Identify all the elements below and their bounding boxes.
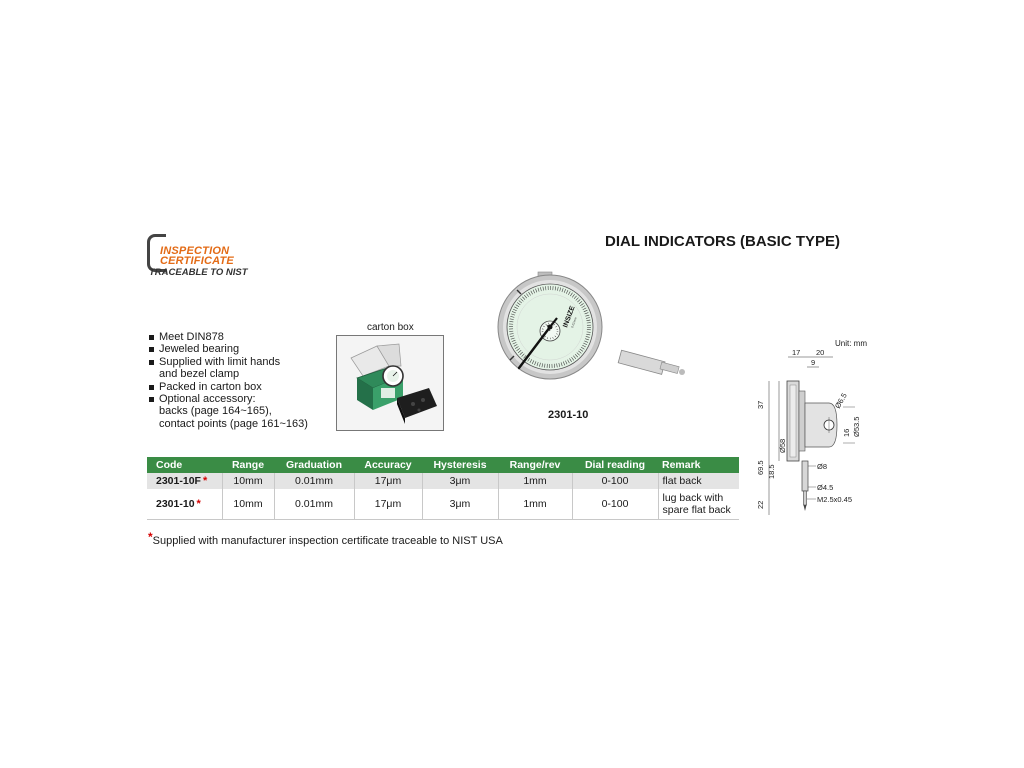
header-remark: Remark — [658, 457, 739, 473]
cell-range-rev: 1mm — [498, 489, 573, 520]
feature-text: Packed in carton box — [159, 380, 262, 393]
footnote-text: Supplied with manufacturer inspection ce… — [152, 535, 503, 547]
dimension-drawing: 17 20 9 37 69.5 18.5 22 Ø58 Ø6.5 16 Ø53.… — [755, 345, 875, 525]
footnote: *Supplied with manufacturer inspection c… — [148, 530, 503, 547]
svg-text:0.01mm: 0.01mm — [570, 316, 578, 328]
feature-text: Jeweled bearing — [159, 343, 240, 356]
header-accuracy: Accuracy — [354, 457, 422, 473]
feature-item: Optional accessory:backs (page 164~165),… — [148, 393, 308, 430]
dimension-drawing-svg: 17 20 9 37 69.5 18.5 22 Ø58 Ø6.5 16 Ø53.… — [756, 348, 861, 515]
cell-graduation: 0.01mm — [274, 473, 355, 489]
cell-code: 2301-10* — [147, 489, 223, 520]
dim-18-5: 18.5 — [767, 464, 776, 479]
header-hysteresis: Hysteresis — [422, 457, 498, 473]
carton-box-illustration — [337, 336, 443, 430]
inspection-certificate-logo: INSPECTION CERTIFICATE TRACEABLE TO NIST — [147, 234, 257, 278]
feature-text-cont: and bezel clamp — [159, 368, 240, 381]
remark-line: lug back with — [662, 492, 724, 504]
logo-line-2: CERTIFICATE — [160, 255, 234, 267]
dim-thread: M2.5x0.45 — [817, 495, 852, 504]
cell-hysteresis: 3μm — [422, 489, 499, 520]
cell-accuracy: 17μm — [354, 489, 423, 520]
unit-label: Unit: mm — [835, 339, 867, 348]
logo-bracket — [147, 234, 166, 272]
dim-9: 9 — [811, 358, 815, 367]
feature-text: Optional accessory: — [159, 393, 256, 406]
carton-box-label: carton box — [367, 322, 414, 333]
cell-graduation: 0.01mm — [274, 489, 355, 520]
code-text: 2301-10 — [156, 498, 195, 510]
cell-dial-reading: 0-100 — [572, 473, 659, 489]
table-header-row: Code Range Graduation Accuracy Hysteresi… — [147, 457, 739, 473]
dim-69-5: 69.5 — [756, 460, 765, 475]
dim-53-5: Ø53.5 — [852, 417, 861, 437]
header-range-rev: Range/rev — [498, 457, 572, 473]
page-title: DIAL INDICATORS (BASIC TYPE) — [605, 233, 841, 250]
dim-16: 16 — [842, 429, 851, 437]
feature-list: Meet DIN878 Jeweled bearing Supplied wit… — [148, 331, 308, 430]
spec-table: Code Range Graduation Accuracy Hysteresi… — [147, 457, 739, 520]
dim-37: 37 — [756, 401, 765, 409]
dial-indicator-illustration: INSIZE 0.01mm — [497, 271, 685, 380]
dim-17: 17 — [792, 348, 800, 357]
dim-58: Ø58 — [778, 439, 787, 453]
code-text: 2301-10F — [156, 475, 201, 487]
dim-4-5: Ø4.5 — [817, 483, 833, 492]
logo-line-3: TRACEABLE TO NIST — [149, 267, 248, 278]
feature-text: Meet DIN878 — [159, 331, 224, 343]
cell-remark: flat back — [658, 473, 739, 489]
logo-line-1: INSPECTION — [160, 245, 230, 257]
table-row: 2301-10F* 10mm 0.01mm 17μm 3μm 1mm 0-100… — [147, 473, 739, 489]
cell-code: 2301-10F* — [147, 473, 223, 489]
header-range: Range — [222, 457, 274, 473]
cell-hysteresis: 3μm — [422, 473, 499, 489]
table-row: 2301-10* 10mm 0.01mm 17μm 3μm 1mm 0-100 … — [147, 489, 739, 520]
cell-range-rev: 1mm — [498, 473, 573, 489]
header-dial-reading: Dial reading — [572, 457, 658, 473]
footnote-asterisk: * — [148, 530, 153, 544]
carton-box-image — [336, 335, 444, 431]
dim-8: Ø8 — [817, 462, 827, 471]
feature-text: Supplied with limit hands — [159, 355, 281, 368]
dim-20: 20 — [816, 348, 824, 357]
feature-item: Packed in carton box — [148, 381, 308, 393]
feature-text-cont: backs (page 164~165), — [159, 405, 272, 418]
feature-item: Jeweled bearing — [148, 343, 308, 355]
remark-line: spare flat back — [662, 504, 731, 516]
cell-range: 10mm — [222, 489, 275, 520]
asterisk: * — [202, 475, 208, 487]
dial-indicator-image: INSIZE 0.01mm — [495, 270, 695, 400]
cell-range: 10mm — [222, 473, 275, 489]
dim-22: 22 — [756, 501, 765, 509]
asterisk: * — [196, 498, 201, 510]
cell-accuracy: 17μm — [354, 473, 423, 489]
feature-item: Meet DIN878 — [148, 331, 308, 343]
header-graduation: Graduation — [274, 457, 354, 473]
dim-6-5: Ø6.5 — [833, 391, 849, 410]
feature-text-cont: contact points (page 161~163) — [159, 417, 308, 430]
cell-dial-reading: 0-100 — [572, 489, 659, 520]
header-code: Code — [147, 457, 222, 473]
model-label: 2301-10 — [548, 409, 589, 421]
